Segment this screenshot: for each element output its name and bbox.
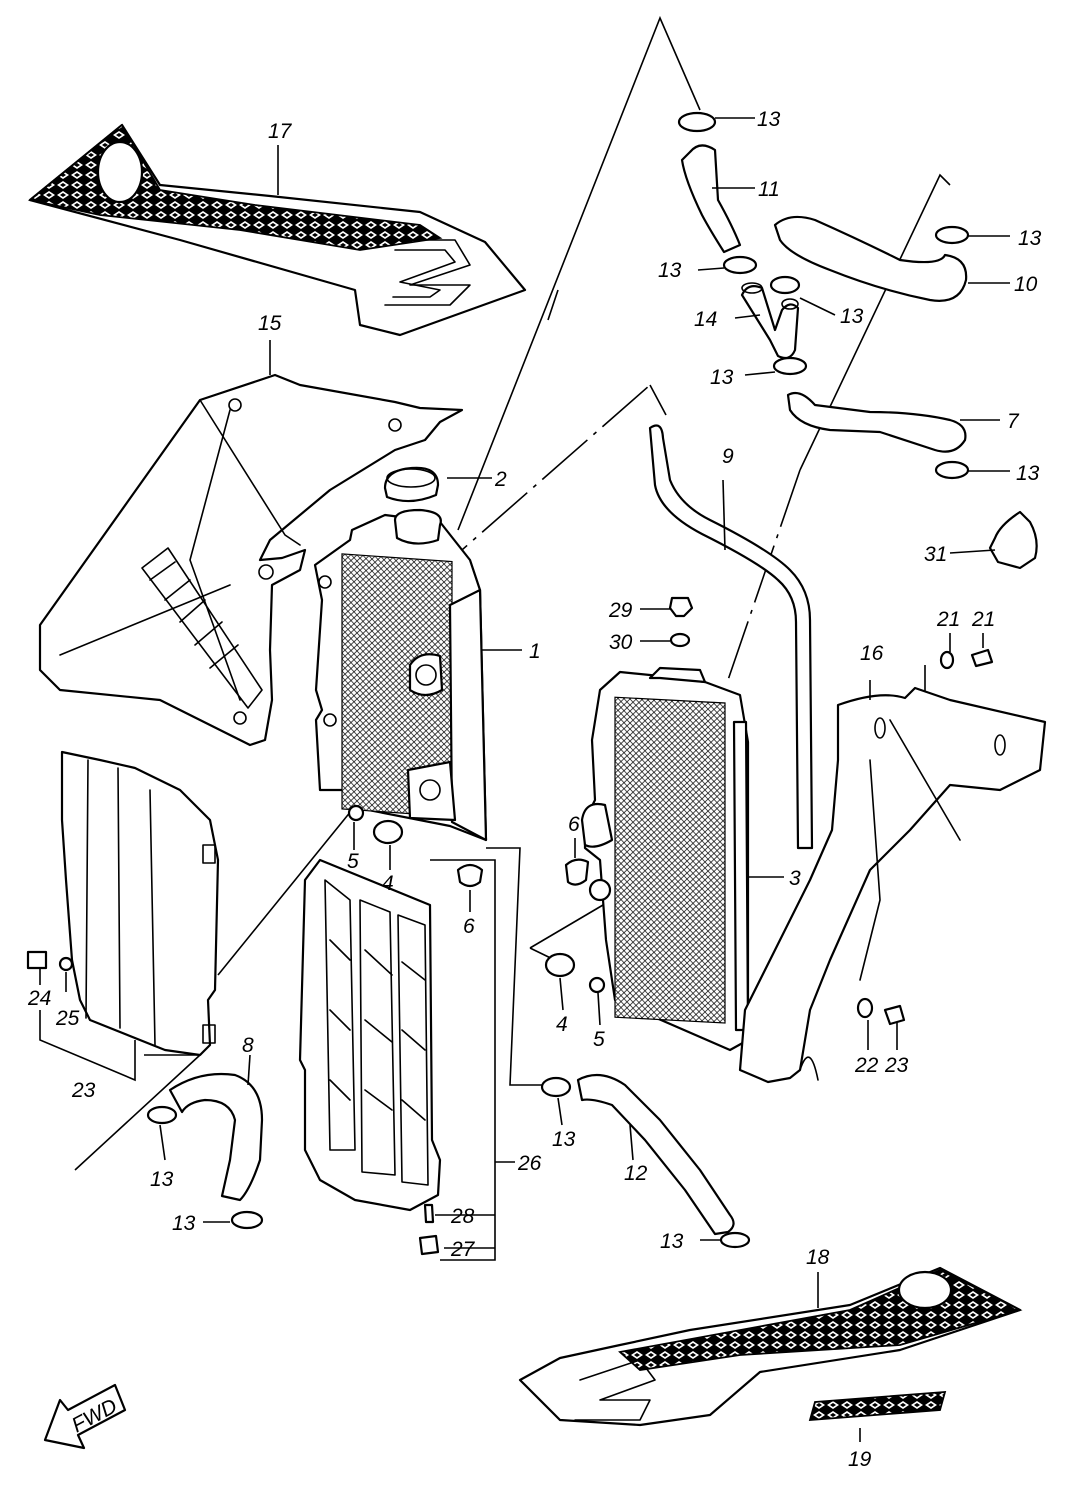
callout-11: 11 <box>758 178 780 201</box>
callout-28: 28 <box>450 1205 475 1228</box>
callout-labels: 13 11 13 13 10 13 14 13 7 13 31 2 1 3 9 … <box>27 108 1042 1471</box>
callout-27: 27 <box>450 1238 476 1261</box>
radiator-shroud-right-16[interactable] <box>738 686 1047 1084</box>
callout-13f: 13 <box>1016 462 1040 485</box>
hose-7[interactable] <box>786 391 967 453</box>
radiator-guard-26[interactable] <box>298 858 442 1212</box>
callout-13g: 13 <box>150 1168 174 1191</box>
hardware[interactable] <box>26 596 994 1256</box>
hose-10[interactable] <box>773 215 968 302</box>
callout-25: 25 <box>55 1007 80 1030</box>
callout-13c: 13 <box>1018 227 1042 250</box>
callout-15: 15 <box>258 312 282 335</box>
radiator-left-1[interactable] <box>313 508 488 842</box>
callout-13d: 13 <box>840 305 864 328</box>
callout-13h: 13 <box>172 1212 196 1235</box>
joint-pipe-14[interactable] <box>740 282 800 360</box>
callout-26: 26 <box>517 1152 542 1175</box>
callout-4b: 4 <box>556 1013 568 1036</box>
callout-14: 14 <box>694 308 717 331</box>
callout-24: 24 <box>27 987 51 1010</box>
bracket-31[interactable] <box>988 510 1038 570</box>
callout-16: 16 <box>860 642 884 665</box>
shroud-graphic-lower-18[interactable] <box>518 1266 1023 1427</box>
callout-17: 17 <box>268 120 293 143</box>
callout-30: 30 <box>609 631 633 654</box>
callout-3: 3 <box>789 867 801 890</box>
radiator-shroud-left-15[interactable] <box>38 373 464 747</box>
callout-18: 18 <box>806 1246 830 1269</box>
hose-12[interactable] <box>576 1073 735 1236</box>
callout-19: 19 <box>848 1448 872 1471</box>
callout-1: 1 <box>529 640 541 663</box>
callout-13i: 13 <box>552 1128 576 1151</box>
callout-leaders <box>39 117 1010 1442</box>
callout-8: 8 <box>242 1034 254 1057</box>
callout-12: 12 <box>624 1162 648 1185</box>
radiator-cap-2[interactable] <box>383 466 440 503</box>
louver-23[interactable] <box>60 750 220 1057</box>
callout-4a: 4 <box>382 872 394 895</box>
radiator-right-3[interactable] <box>580 666 750 1052</box>
callout-29: 29 <box>608 599 633 622</box>
callout-10: 10 <box>1014 273 1038 296</box>
callout-13a: 13 <box>757 108 781 131</box>
emblem-19[interactable] <box>808 1391 947 1421</box>
callout-13b: 13 <box>658 259 682 282</box>
callout-21b: 22 <box>854 1054 879 1077</box>
fwd-arrow-icon: FWD <box>43 1383 127 1450</box>
callout-5b: 5 <box>593 1028 605 1051</box>
hose-11[interactable] <box>680 144 742 254</box>
overflow-hose-9[interactable] <box>648 424 814 850</box>
callout-7: 7 <box>1007 410 1020 433</box>
callout-23: 23 <box>71 1079 96 1102</box>
callout-21a: 21 <box>936 608 960 631</box>
callout-13j: 13 <box>660 1230 684 1253</box>
callout-5a: 5 <box>347 850 359 873</box>
callout-9: 9 <box>722 445 734 468</box>
callout-13e: 13 <box>710 366 734 389</box>
shroud-graphic-upper-17[interactable] <box>27 123 527 337</box>
callout-20: 21 <box>971 608 995 631</box>
callout-6b: 6 <box>568 813 580 836</box>
hose-8[interactable] <box>168 1072 264 1202</box>
hose-clamps-13[interactable] <box>146 111 970 1249</box>
callout-6a: 6 <box>463 915 475 938</box>
callout-31: 31 <box>924 543 947 566</box>
callout-2: 2 <box>494 468 507 491</box>
callout-22: 23 <box>884 1054 909 1077</box>
